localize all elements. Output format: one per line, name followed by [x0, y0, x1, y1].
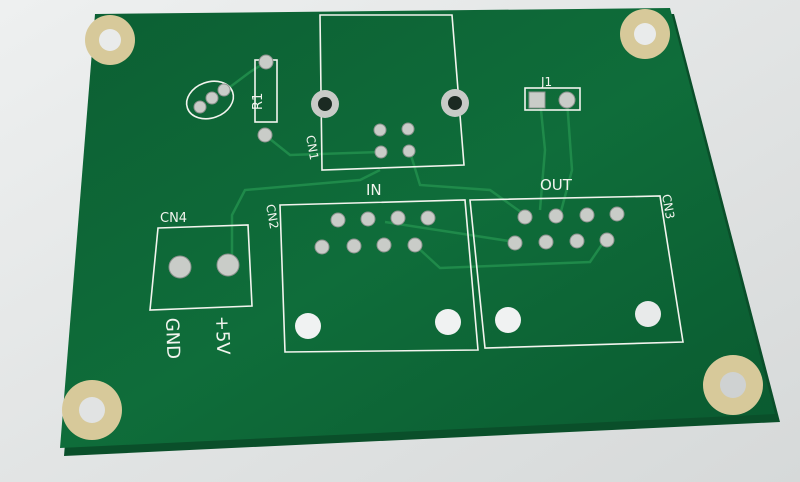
label-in: IN	[366, 181, 382, 199]
label-gnd: GND	[161, 317, 183, 359]
label-cn2: CN2	[263, 203, 281, 230]
label-r1: R1	[251, 93, 266, 110]
label-cn1: CN1	[303, 134, 321, 161]
label-cn3: CN3	[659, 193, 677, 220]
mounting-holes	[62, 9, 763, 440]
pads	[168, 54, 661, 339]
label-5v: +5V	[211, 315, 233, 355]
label-cn4: CN4	[160, 211, 187, 226]
label-out: OUT	[540, 176, 573, 194]
copper-traces	[221, 60, 607, 270]
silkscreen-outlines	[149, 14, 684, 353]
label-j1: J1	[540, 75, 552, 89]
silkscreen-labels: R1 CN1 J1 CN2 CN3 CN4 IN OUT GND +5V	[160, 75, 677, 359]
